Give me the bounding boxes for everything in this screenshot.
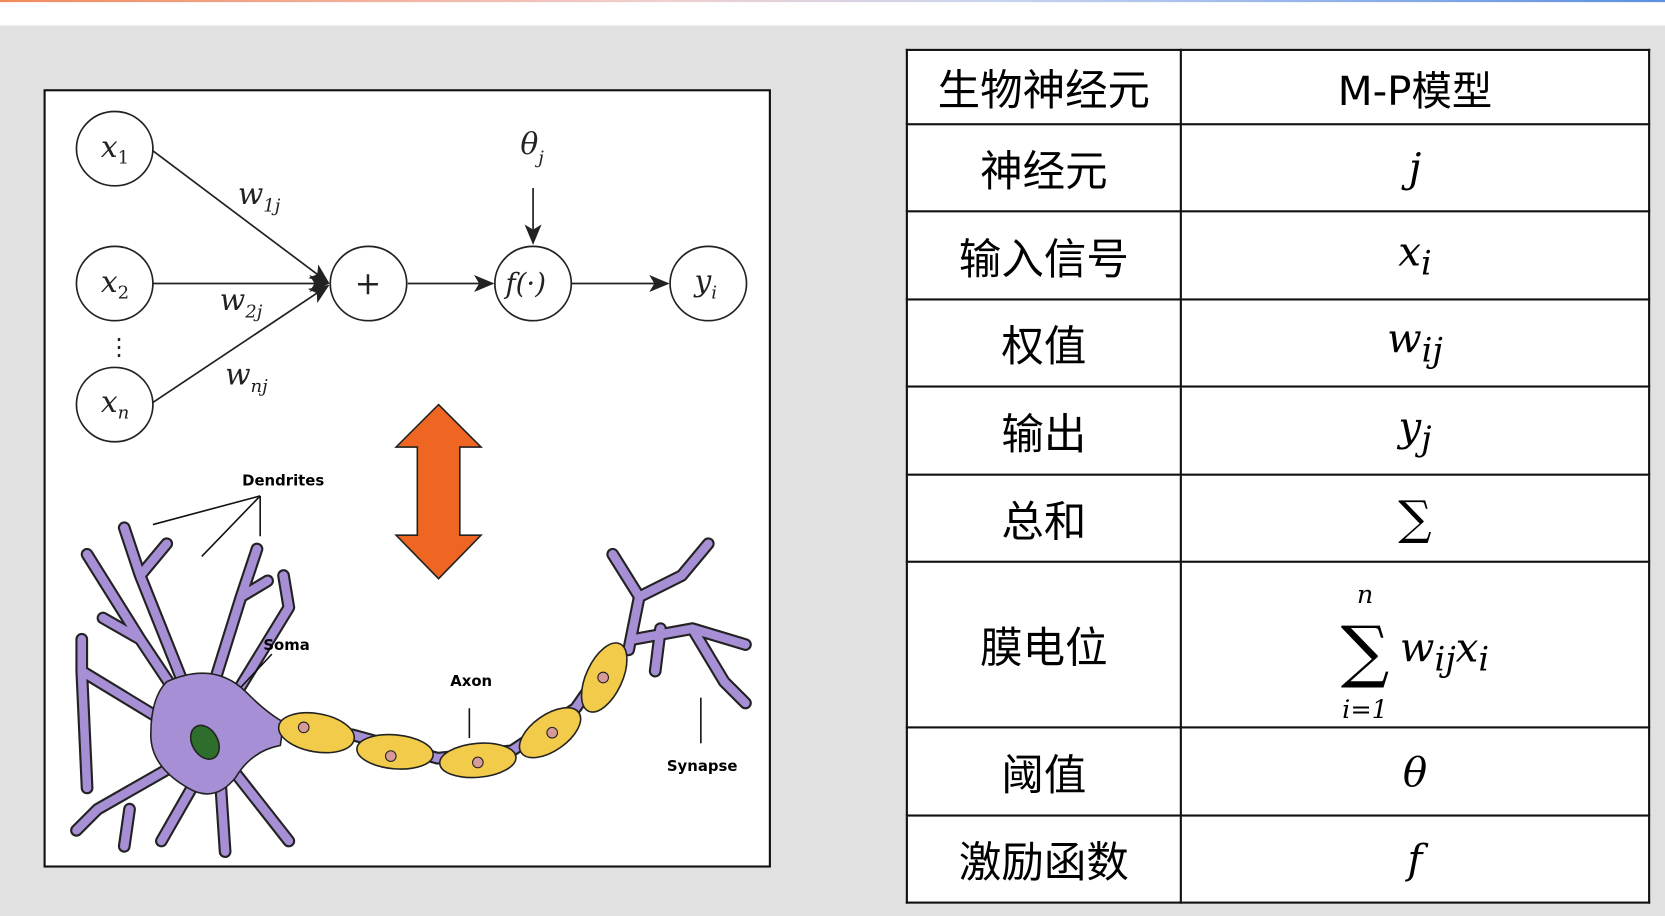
accent-line <box>0 0 1665 3</box>
label-theta: θj <box>520 127 544 169</box>
label-x2: x2 <box>101 265 129 303</box>
weight-w1: w1j <box>238 177 281 216</box>
node-y <box>669 245 748 322</box>
label-xn: xn <box>101 385 129 423</box>
myelin-nuclei <box>297 671 609 769</box>
label-x1: x1 <box>101 130 129 168</box>
label-synapse: Synapse <box>667 757 738 775</box>
edge-xn <box>152 284 330 404</box>
node-f <box>493 245 573 322</box>
sum-formula: n∑i=1 wijxi <box>1340 579 1490 724</box>
figure-svg: x1 x2 xn + f(·) yi θj ⋮ w1j w2j wnj <box>70 110 752 859</box>
node-x2 <box>75 245 154 322</box>
node-x1 <box>75 110 154 187</box>
label-axon: Axon <box>450 672 492 690</box>
weight-w2: w2j <box>220 283 263 322</box>
callout-lines <box>152 495 702 744</box>
nucleus <box>189 724 220 760</box>
label-sum: + <box>355 264 382 302</box>
header-bio: 生物神经元 <box>905 48 1182 126</box>
header-model: M-P模型 <box>1179 48 1651 126</box>
table-header: 生物神经元 M-P模型 <box>905 48 1651 126</box>
table-row: 总和∑ <box>905 473 1651 563</box>
double-arrow-icon <box>394 403 483 580</box>
mp-neuron-figure: x1 x2 xn + f(·) yi θj ⋮ w1j w2j wnj <box>43 89 771 868</box>
weight-wn: wnj <box>225 357 268 396</box>
table-row: 膜电位 n∑i=1 wijxi <box>905 560 1651 729</box>
node-xn <box>75 366 154 443</box>
label-soma: Soma <box>263 636 309 654</box>
label-dendrites: Dendrites <box>242 471 324 489</box>
edge-x1 <box>152 150 330 284</box>
label-f: f(·) <box>503 267 546 300</box>
top-bar <box>0 0 1665 26</box>
node-sum <box>329 245 408 322</box>
soma-shape <box>149 672 285 795</box>
label-y: yi <box>692 264 717 303</box>
dots: ⋮ <box>107 333 130 361</box>
